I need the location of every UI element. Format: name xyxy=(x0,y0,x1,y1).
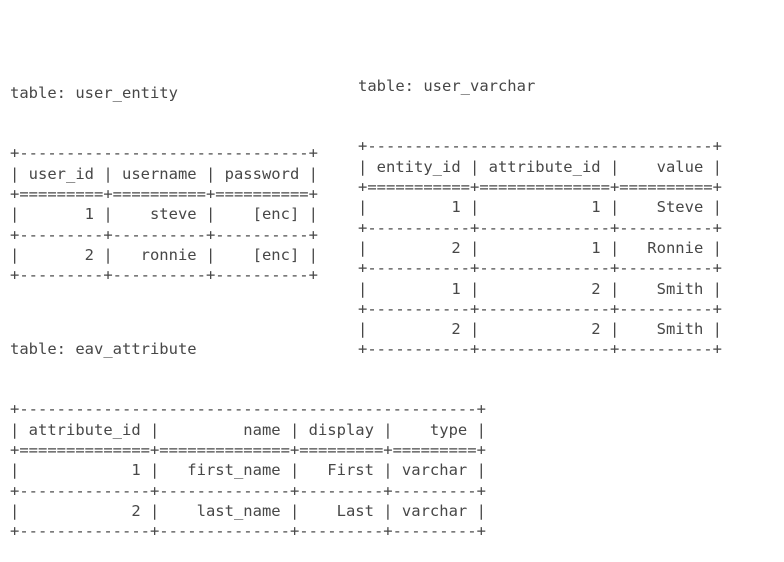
table-eav-attribute-ascii: +---------------------------------------… xyxy=(10,400,486,541)
table-user-varchar: table: user_varchar +-------------------… xyxy=(358,35,722,380)
page: { "page": { "background": "#ffffff", "te… xyxy=(10,35,722,541)
table-user-entity-ascii: +-------------------------------+ | user… xyxy=(10,144,318,285)
table-user-entity: table: user_entity +--------------------… xyxy=(10,42,318,306)
table-eav-attribute: table: eav_attribute +------------------… xyxy=(10,298,486,562)
table-eav-attribute-title: table: eav_attribute xyxy=(10,339,197,358)
table-user-entity-title: table: user_entity xyxy=(10,83,178,102)
table-user-varchar-ascii: +-------------------------------------+ … xyxy=(358,137,722,359)
table-user-varchar-title: table: user_varchar xyxy=(358,76,536,95)
